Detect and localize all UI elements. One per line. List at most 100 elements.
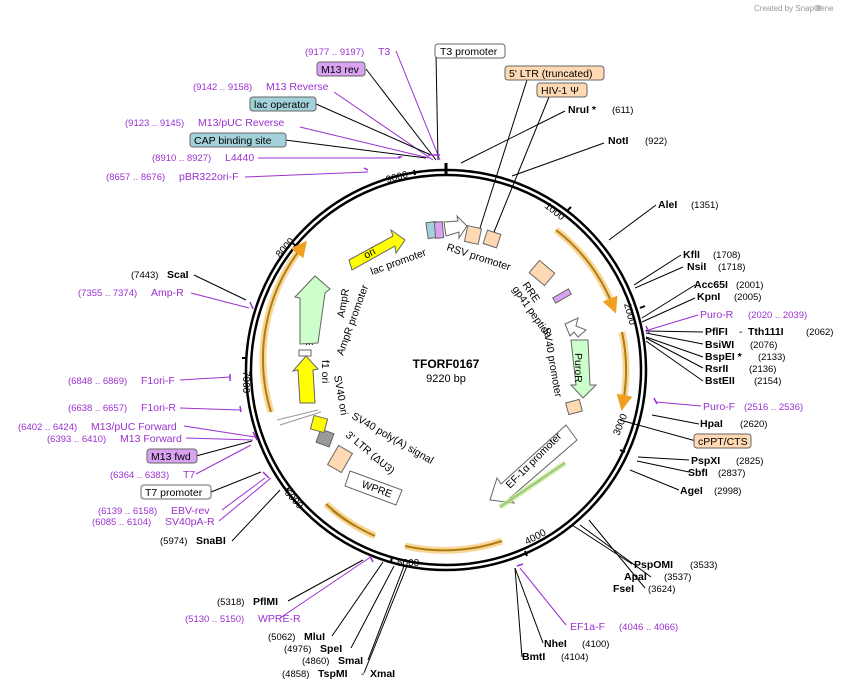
sv40-ori-block <box>309 414 329 434</box>
acc65i-pos: (2001) <box>736 280 763 291</box>
fsei-pos: (3624) <box>648 584 675 595</box>
rsrii-pos: (2136) <box>749 364 776 375</box>
ef1a-f-range: (4046 .. 4066) <box>619 622 678 633</box>
ef1a-feature <box>489 424 578 504</box>
kfli-label: KflI <box>683 249 700 261</box>
m13-fwd-label: M13 fwd <box>151 451 191 463</box>
connector-lines <box>179 50 704 674</box>
rsrii-label: RsrII <box>705 363 728 375</box>
wpre-r-range: (5130 .. 5150) <box>185 614 244 625</box>
primer-marks <box>229 154 658 567</box>
t3-promoter-box <box>434 43 506 59</box>
snapgene-logo-icon <box>816 5 822 11</box>
f1orif-label: F1ori-F <box>141 375 175 387</box>
m13puc-forward-label: M13/pUC Forward <box>91 421 177 433</box>
tspmi-pos: (4858) <box>282 669 309 680</box>
hpai-label: HpaI <box>700 418 723 430</box>
tick-7000: 7000 <box>240 371 251 394</box>
ori-label: ori <box>362 246 378 262</box>
tick-1000: 1000 <box>542 201 567 224</box>
l4440-range: (8910 .. 8927) <box>152 153 211 164</box>
pspxi-label: PspXI <box>691 455 720 467</box>
m13puc-reverse-label: M13/pUC Reverse <box>198 117 285 129</box>
lac-operator-box <box>249 96 317 112</box>
ltr5-block <box>463 225 483 245</box>
spei-pos: (4976) <box>284 644 311 655</box>
lac-operator-label: lac operator <box>254 99 310 111</box>
hiv-block <box>482 229 502 249</box>
xmai-label: XmaI <box>370 668 395 680</box>
orf-arc-5-line <box>331 509 356 527</box>
orf-arc-1-line <box>555 229 618 314</box>
acc65i-label: Acc65I <box>694 279 728 291</box>
bsiwi-label: BsiWI <box>705 339 734 351</box>
snabi-label: SnaBI <box>196 535 226 547</box>
inner-faint-lines <box>276 409 322 426</box>
smai-label: SmaI <box>338 655 363 667</box>
pbr322-label: pBR322ori-F <box>179 171 239 183</box>
sv40-promoter-label: SV40 promoter <box>540 326 564 398</box>
m13-block <box>433 221 445 239</box>
bmti-pos: (4104) <box>561 652 588 663</box>
tspmi-sep: - <box>361 668 365 680</box>
m13forward-range: (6393 .. 6410) <box>47 434 106 445</box>
t3-promoter-label: T3 promoter <box>440 46 498 58</box>
m13puc-forward-range: (6402 .. 6424) <box>18 422 77 433</box>
pflfi-sep: - <box>739 326 743 338</box>
sbfi-pos: (2837) <box>718 468 745 479</box>
f1orir-label: F1ori-R <box>141 402 176 414</box>
tick-5000: 5000 <box>397 558 420 569</box>
nsii-pos: (1718) <box>718 262 745 273</box>
ring-ticks <box>242 169 646 563</box>
t3-range: (9177 .. 9197) <box>305 47 364 58</box>
rre-block <box>528 259 556 287</box>
noti-pos: (922) <box>645 136 667 147</box>
hiv1-box <box>536 82 588 98</box>
tick-9000: 9000 <box>385 169 410 185</box>
bspei-pos: (2133) <box>758 352 785 363</box>
m13puc-reverse-range: (9123 .. 9145) <box>125 118 184 129</box>
alei-pos: (1351) <box>691 200 718 211</box>
plasmid-name: TFORF0167 <box>413 357 480 371</box>
sv40-promoter-feature <box>564 317 587 338</box>
snabi-pos: (5974) <box>160 536 187 547</box>
t7-range: (6364 .. 6383) <box>110 470 169 481</box>
tick-3000: 3000 <box>612 412 631 437</box>
m13-reverse-label: M13 Reverse <box>266 81 329 93</box>
sv40ori-label: SV40 ori <box>331 374 350 416</box>
ampr-label: AmpR <box>335 287 352 318</box>
bspei-label: BspEI * <box>705 351 743 363</box>
nhei-label: NheI <box>544 638 567 650</box>
noti-label: NotI <box>608 135 628 147</box>
bsteii-pos: (2154) <box>754 376 781 387</box>
orf-arc-6-line <box>261 240 307 413</box>
f1ori-label: f1 ori <box>319 360 331 383</box>
puro-f-label: Puro-F <box>703 401 735 413</box>
sv40pa-r-label: SV40pA-R <box>165 516 215 528</box>
smai-pos: (4860) <box>302 656 329 667</box>
sv40pa-r-range: (6085 .. 6104) <box>92 517 151 528</box>
watermark-text: Created by SnapGene <box>754 4 834 13</box>
kfli-pos: (1708) <box>713 250 740 261</box>
puror-feature <box>569 339 598 399</box>
puror-primer-label: Puro-R <box>700 309 734 321</box>
ampr-promoter-block <box>298 349 312 357</box>
ampr-primer-label: Amp-R <box>151 287 184 299</box>
orf-arc-4 <box>323 501 377 540</box>
t7-promoter-label: T7 promoter <box>145 487 203 499</box>
pfimi-label: PflMI <box>253 596 278 608</box>
bsteii-label: BstEII <box>705 375 735 387</box>
pspxi-pos: (2825) <box>736 456 763 467</box>
bmti-label: BmtI <box>522 651 545 663</box>
wpre-r-label: WPRE-R <box>258 613 301 625</box>
nrui-pos: (611) <box>612 105 633 116</box>
m13forward-label: M13 Forward <box>120 433 182 445</box>
hpai-pos: (2620) <box>740 419 767 430</box>
rsv-promoter-label: RSV promoter <box>445 241 512 273</box>
cap-box <box>189 132 287 148</box>
cppt-label: cPPT/CTS <box>698 436 748 448</box>
ebv-rev-range: (6139 .. 6158) <box>98 506 157 517</box>
f1orif-range: (6848 .. 6869) <box>68 376 127 387</box>
sv40polya-block <box>315 428 335 448</box>
pspomi-pos: (3533) <box>690 560 717 571</box>
